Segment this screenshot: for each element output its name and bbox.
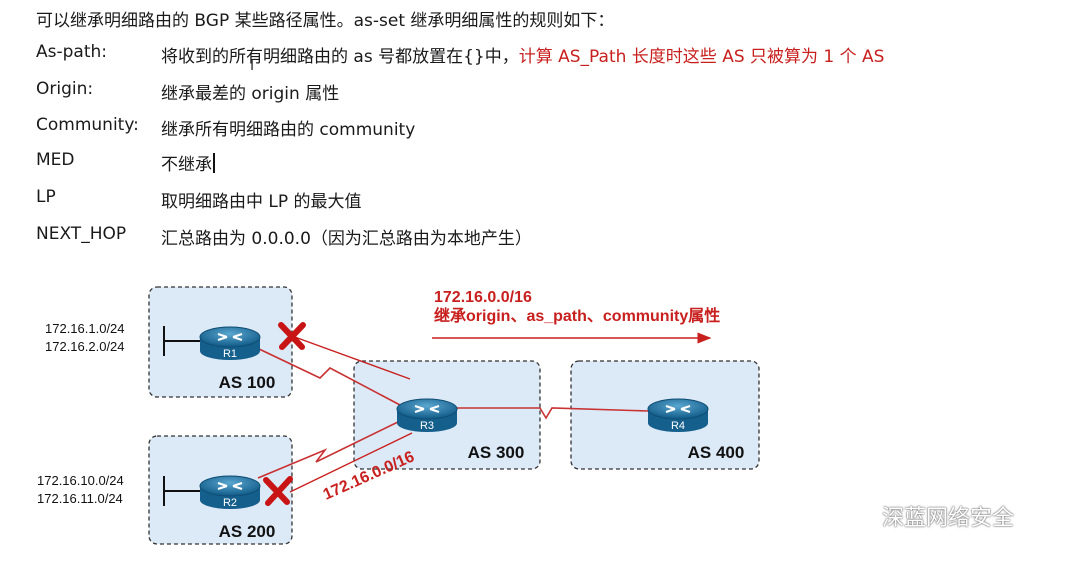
rule-value: 继承最差的 origin 属性 — [161, 84, 340, 104]
network-label: 172.16.1.0/24 — [45, 321, 125, 336]
rule-value: 汇总路由为 0.0.0.0（因为汇总路由为本地产生） — [161, 229, 532, 249]
advert-subtitle: 继承origin、as_path、community属性 — [434, 306, 720, 325]
router-r3: R3 — [396, 398, 458, 432]
advert-title: 172.16.0.0/16 — [434, 289, 532, 306]
as-label: AS 200 — [219, 522, 276, 541]
router-icon — [665, 405, 691, 413]
router-label: R2 — [223, 497, 237, 509]
link-r2-r3 — [257, 419, 403, 479]
rule-label: MED — [36, 150, 75, 170]
advert-arrow-r2 — [289, 432, 413, 493]
router-label: R3 — [420, 420, 434, 432]
rule-label: As-path: — [36, 42, 107, 62]
as-label: AS 400 — [688, 443, 745, 462]
link-r1-r3 — [256, 347, 401, 406]
rule-value: 将收到的所有明细路由的 as 号都放置在{}中， — [161, 47, 519, 67]
rule-label: NEXT_HOP — [36, 224, 127, 244]
watermark-text: 深蓝网络安全 — [882, 506, 1015, 531]
as-label: AS 100 — [219, 373, 276, 392]
router-r2: R2 — [199, 475, 261, 509]
rule-value: 继承所有明细路由的 community — [161, 120, 416, 140]
router-icon — [414, 405, 440, 413]
intro-line: 可以继承明细路由的 BGP 某些路径属性。as-set 继承明细属性的规则如下： — [36, 6, 614, 31]
r1-network-stub — [163, 326, 204, 356]
advert-arrow-r1 — [291, 335, 411, 380]
r2-network-stub — [163, 476, 204, 506]
rule-value: 取明细路由中 LP 的最大值 — [161, 192, 362, 212]
rule-value-group: 不继承 — [161, 150, 215, 175]
network-label: 172.16.11.0/24 — [37, 491, 123, 506]
cross-icon — [278, 322, 306, 350]
router-label: R4 — [671, 420, 685, 432]
as-label: AS 300 — [468, 443, 525, 462]
router-icon — [217, 333, 243, 341]
router-r4: R4 — [647, 398, 709, 432]
rule-note: 计算 AS_Path 长度时这些 AS 只被算为 1 个 AS — [518, 47, 885, 67]
network-label: 172.16.2.0/24 — [45, 339, 125, 354]
intro-text: 可以继承明细路由的 BGP 某些路径属性。as-set 继承明细属性的规则如下： — [36, 11, 615, 31]
router-r1: R1 — [199, 326, 261, 360]
watermark: 深蓝网络安全 — [842, 500, 1014, 532]
router-label: R1 — [223, 348, 237, 360]
caret — [213, 153, 215, 173]
cross-icon — [263, 476, 293, 506]
network-label: 172.16.10.0/24 — [37, 473, 124, 488]
rule-value-group: 将收到的所有明细路由的 as 号都放置在{}中，计算 AS_Path 长度时这些… — [161, 42, 884, 67]
rule-label: LP — [36, 187, 56, 207]
router-icon — [217, 482, 243, 490]
rule-label: Community: — [36, 115, 139, 135]
text-cursor-icon: I — [250, 58, 255, 74]
rule-label: Origin: — [36, 79, 94, 99]
rule-value: 不继承 — [161, 155, 212, 175]
link-r3-r4 — [456, 407, 649, 420]
wechat-icon — [843, 504, 874, 528]
